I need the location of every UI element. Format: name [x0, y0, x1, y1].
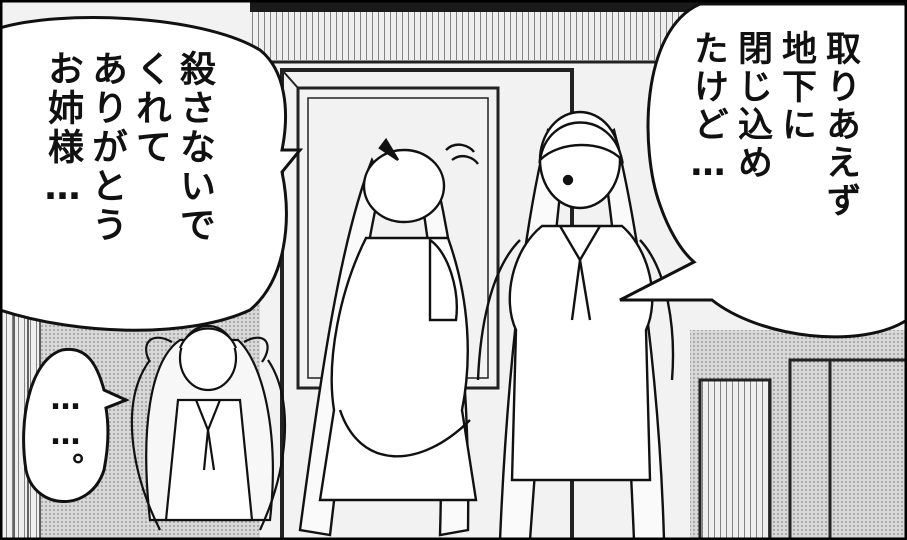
- speech-bubble-right: [619, 2, 907, 339]
- speech-line: くれて: [130, 50, 171, 167]
- speech-line: ありがとう: [86, 50, 127, 245]
- speech-line: 殺さないで: [174, 50, 215, 245]
- speech-bubble-small: [22, 347, 130, 503]
- speech-line: たけど…: [688, 30, 728, 187]
- speech-line: お姉様…: [42, 50, 83, 211]
- speech-text-right: 取りあえず 地下に 閉じ込め たけど…: [686, 30, 862, 220]
- speech-bubble-left: [0, 16, 304, 332]
- speech-text-left: 殺さないで くれて ありがとう お姉様…: [40, 50, 216, 245]
- right-window: [698, 358, 907, 540]
- speech-line: 地下に: [776, 30, 816, 144]
- speech-line: ……。: [48, 382, 83, 482]
- speech-line: 閉じ込め: [732, 30, 772, 182]
- twin-tail-girl-figure: [298, 137, 479, 537]
- tall-girl-figure: [476, 110, 675, 540]
- speech-text-small: ……。: [48, 382, 83, 482]
- speech-line: 取りあえず: [820, 30, 860, 220]
- small-girl-figure: [130, 324, 287, 531]
